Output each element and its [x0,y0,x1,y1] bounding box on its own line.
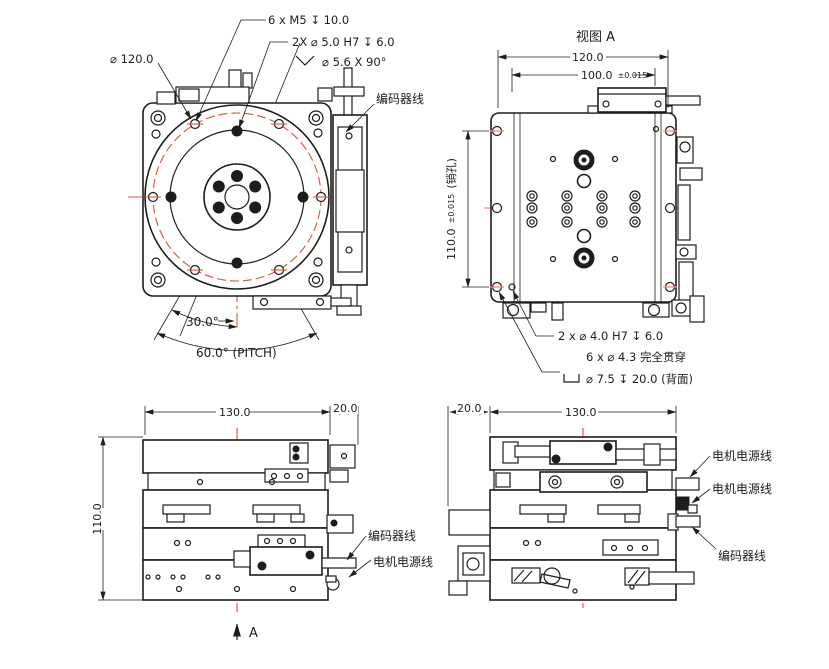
base-holes-left [145,574,297,593]
bolt-circle-holes [145,118,329,276]
callout-ream: 2X ⌀ 5.0 H7 ↧ 6.0 [292,35,395,49]
dim-110-view-a: 110.0 ±0.015 (销孔) [439,130,489,288]
dim-110-left: 110.0 [91,436,143,601]
callout-csk: ⌀ 5.6 X 90° [322,55,386,69]
corner-screws-plan [150,110,324,288]
encoder-cable-stub [321,557,357,569]
view-direction-a: A [233,623,258,641]
bolt-hole [313,191,329,203]
dim-120-text: 120.0 [572,51,604,64]
hub-holes [212,170,262,224]
side2-guide [495,471,648,493]
label-encoder-right: 编码器线 [718,548,766,563]
view-a-title: 视图 A [576,30,615,45]
svg-text:110.0 ±0.015 (: 110.0 ±0.015 (销孔) [439,158,459,260]
side2-cable-stubs [667,477,701,531]
dim-110-note: (销孔) [444,158,458,189]
dim-110-text: 110.0 [445,228,458,260]
view-a-bottom-face: 120.0 100.0 ±0.015 视图 A 110.0 ±0.015 (销孔… [439,30,705,386]
countersink-icon [295,55,315,66]
side2-top-components [502,440,677,466]
side-mid-tabs [162,504,305,547]
bolt-hole [187,118,203,130]
bolt-hole [271,264,287,276]
motor-cable-stub-2 [675,496,690,511]
bolt-hole [145,191,161,203]
motor-cable-stub-1 [675,477,700,491]
bolt-hole [187,264,203,276]
cable-stub-top [665,95,701,106]
hole-pattern-view-a [490,125,677,293]
callout-thru-view-a: 6 x ⌀ 4.3 完全贯穿 [586,350,686,364]
labels-side-left: 编码器线 电机电源线 [346,528,433,578]
callout-m5: 6 x M5 ↧ 10.0 [268,13,349,27]
dim-100-view-a: 100.0 ±0.015 [511,64,656,92]
view-side-right: 20.0 130.0 电机电源线 电机电源线 编码器线 [447,402,772,608]
encoder-assembly-plan [317,67,368,316]
callout-bolt-circle: ⌀ 120.0 [110,52,154,66]
dim-20-left: 20.0 [331,402,359,445]
grid-counterbores [526,190,641,228]
inner-circle-holes [165,125,309,269]
counterbore-icon [563,374,580,383]
dim-100-text: 100.0 [581,69,613,82]
callout-pin-view-a: 2 x ⌀ 4.0 H7 ↧ 6.0 [558,329,663,343]
dim-20-right: 20.0 [447,402,489,506]
dim-110-tol: ±0.015 [447,194,456,224]
label-encoder-plan: 编码器线 [376,91,424,106]
side2-base-components [511,567,695,594]
dim-130-left-text: 130.0 [219,406,251,419]
callouts-view-a: 2 x ⌀ 4.0 H7 ↧ 6.0 6 x ⌀ 4.3 完全贯穿 ⌀ 7.5 … [498,290,693,386]
label-motor-right-top: 电机电源线 [712,449,772,463]
motor-top-view-a [587,87,701,114]
dim-110-left-text: 110.0 [91,503,104,535]
dim-angle-pitch: 60.0° (PITCH) [196,346,277,360]
bottom-feet-view-a [502,302,670,321]
top-clamp [156,69,253,105]
label-motor-right-mid: 电机电源线 [712,482,772,496]
dim-20-right-text: 20.0 [457,402,482,415]
view-top-plan: 6 x M5 ↧ 10.0 2X ⌀ 5.0 H7 ↧ 6.0 ⌀ 5.6 X … [110,13,424,360]
callout-leaders-plan [157,19,375,133]
dim-120-view-a: 120.0 [497,50,669,108]
dim-100-tol: ±0.015 [618,71,648,80]
dim-130-right-text: 130.0 [565,406,597,419]
bolt-hole [271,118,287,130]
side2-mid-tabs [519,504,659,556]
side-top-components [264,442,356,483]
encoder-cable-stub-2 [675,515,701,528]
dim-130-left: 130.0 [144,406,331,435]
label-motor-left: 电机电源线 [373,555,433,569]
bottom-plate [490,112,677,303]
side2-left-motor [448,509,491,596]
view-side-left: 130.0 20.0 110.0 编码器线 电机电源线 A [91,402,433,641]
bottom-attachment-plan [252,295,352,310]
view-direction-label: A [249,626,258,641]
callout-cbore-view-a: ⌀ 7.5 ↧ 20.0 (背面) [586,372,693,386]
angle-dimensions: 30.0° 60.0° (PITCH) [156,309,318,360]
right-assembly-view-a [671,136,705,323]
dim-angle-half: 30.0° [186,315,219,329]
side-guide-block [233,514,357,591]
dim-130-right: 130.0 [489,406,677,433]
label-encoder-left: 编码器线 [368,528,416,543]
svg-text:100.0 ±0.015: 100.0 ±0.015 [581,64,647,83]
dim-20-left-text: 20.0 [333,402,358,415]
labels-side-right: 电机电源线 电机电源线 编码器线 [689,449,772,563]
